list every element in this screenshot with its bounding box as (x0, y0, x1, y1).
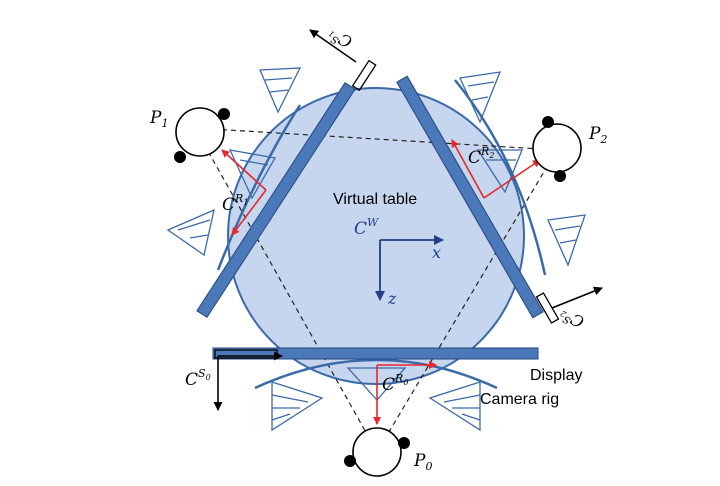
display-label: Display (530, 367, 582, 384)
axis-z-label: z (387, 289, 397, 308)
camera-rig-2 (454, 71, 586, 276)
camera-rig-0 (254, 358, 498, 432)
p0-label: P0 (413, 451, 432, 473)
p1-label: P1 (149, 108, 168, 130)
screen-frame-marker-2 (535, 292, 560, 324)
world-frame-label: CW (354, 216, 380, 239)
virtual-table-label: Virtual table (333, 191, 417, 208)
person-p2 (532, 116, 582, 182)
display-panel-2 (396, 75, 544, 319)
cs2-axis (551, 286, 603, 309)
cr1-label: CR1 (222, 192, 248, 215)
person-p1 (174, 107, 230, 163)
p2-label: P2 (588, 124, 607, 146)
cr1-axis-a (221, 149, 267, 191)
virtual-table (227, 87, 525, 385)
cs1-axis (309, 29, 357, 63)
cr2-axis-a (483, 159, 541, 199)
cs0-label: CS0 (185, 367, 211, 390)
display-panel-1 (196, 81, 356, 319)
axis-x-label: x (432, 243, 441, 262)
cs1-label: CS1 (325, 23, 355, 52)
cr2-axis-b (451, 139, 485, 199)
cr0-label: CR0 (382, 372, 408, 395)
screen-frame-marker-1 (351, 59, 377, 92)
cs2-label: CS2 (557, 303, 587, 332)
person-p0 (344, 427, 410, 477)
camera-rig-label: Camera rig (480, 391, 559, 408)
view-lines (194, 127, 558, 453)
display-panel-0 (212, 347, 539, 360)
cr2-label: CR2 (468, 145, 494, 168)
cr1-axis-b (231, 189, 267, 236)
